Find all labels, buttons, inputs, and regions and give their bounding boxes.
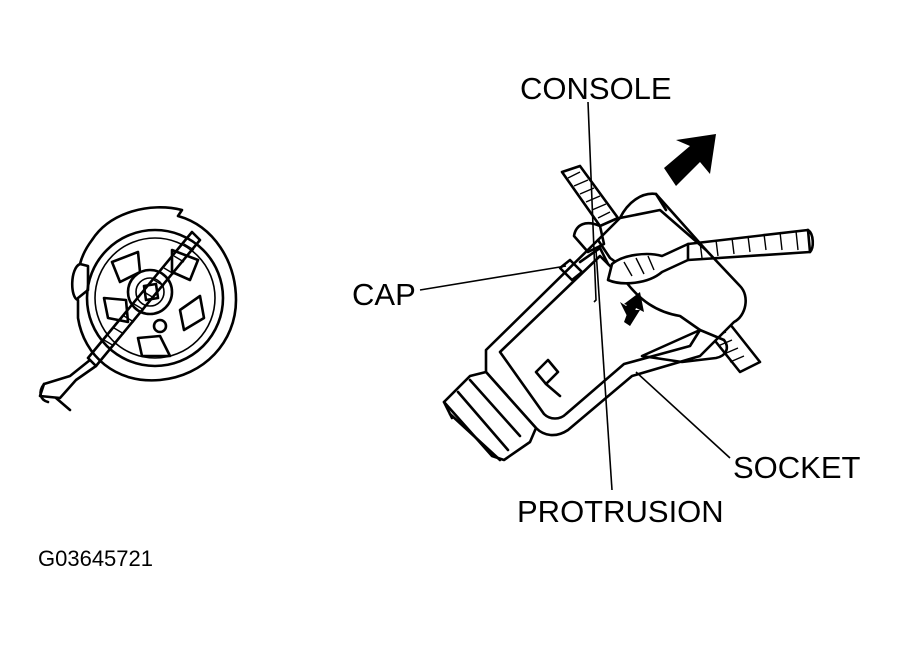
socket-end-view xyxy=(38,206,238,412)
label-protrusion: PROTRUSION xyxy=(517,494,724,529)
figure-id: G03645721 xyxy=(38,546,153,571)
label-cap: CAP xyxy=(352,277,416,312)
socket-removal-view xyxy=(419,101,815,491)
label-console: CONSOLE xyxy=(520,71,672,106)
label-socket: SOCKET xyxy=(733,450,861,485)
